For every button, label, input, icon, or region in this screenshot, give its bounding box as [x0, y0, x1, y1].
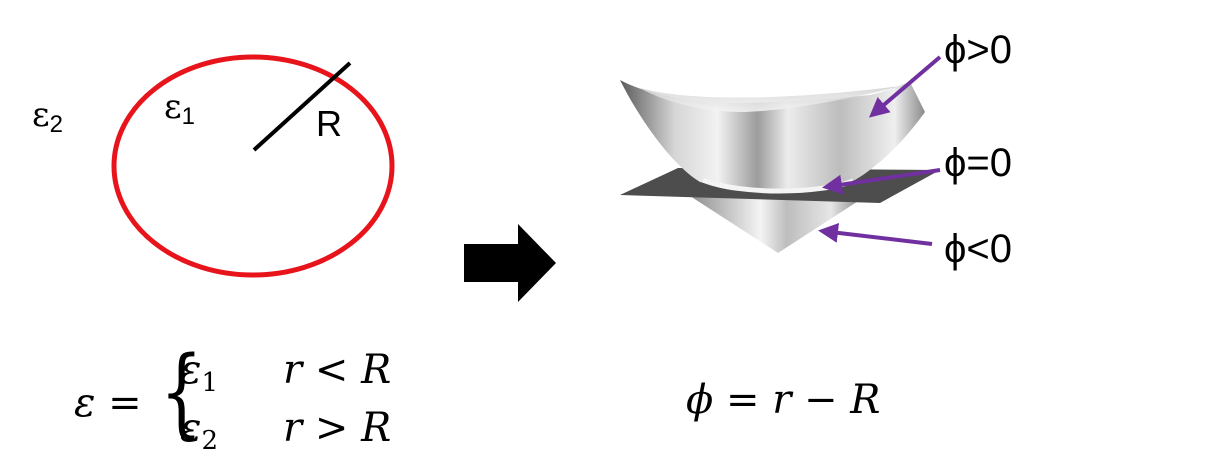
- radius-label: R: [316, 103, 342, 144]
- case-1-symbol: ε: [180, 347, 202, 393]
- outer-epsilon-sub: 2: [49, 111, 63, 138]
- case-2-sub: 2: [201, 426, 219, 456]
- level-set-surface: [620, 80, 940, 253]
- case-2-symbol: ε: [180, 405, 202, 451]
- case-1-condition: r < R: [283, 347, 392, 393]
- case-2: ε2: [180, 408, 218, 454]
- phi-positive-label: ϕ>0: [944, 28, 1013, 72]
- inner-epsilon-symbol: ε: [164, 87, 182, 127]
- bowl-inner: [640, 86, 900, 112]
- case-2-condition: r > R: [283, 405, 392, 451]
- phi-negative-label: ϕ<0: [944, 227, 1013, 271]
- cone-surface: [690, 196, 866, 253]
- boundary-circle: [111, 54, 395, 278]
- block-arrow: [464, 224, 556, 302]
- arrow-phi-positive: [868, 55, 942, 118]
- inner-epsilon-sub: 1: [181, 103, 195, 130]
- case-1-sub: 1: [201, 368, 219, 398]
- arrow-phi-negative: [818, 222, 933, 246]
- radius-line: [252, 61, 352, 152]
- outer-epsilon-symbol: ε: [32, 95, 50, 135]
- inner-epsilon-label: ε1: [164, 90, 195, 129]
- arrow-phi-zero: [822, 168, 941, 195]
- case-1: ε1: [180, 350, 218, 396]
- piecewise-brace: {: [160, 336, 203, 448]
- phi-zero-label: ϕ=0: [944, 141, 1013, 185]
- outer-epsilon-label: ε2: [32, 98, 63, 137]
- epsilon-lhs: ε =: [74, 380, 142, 426]
- phi-equation: ϕ = r − R: [686, 377, 881, 423]
